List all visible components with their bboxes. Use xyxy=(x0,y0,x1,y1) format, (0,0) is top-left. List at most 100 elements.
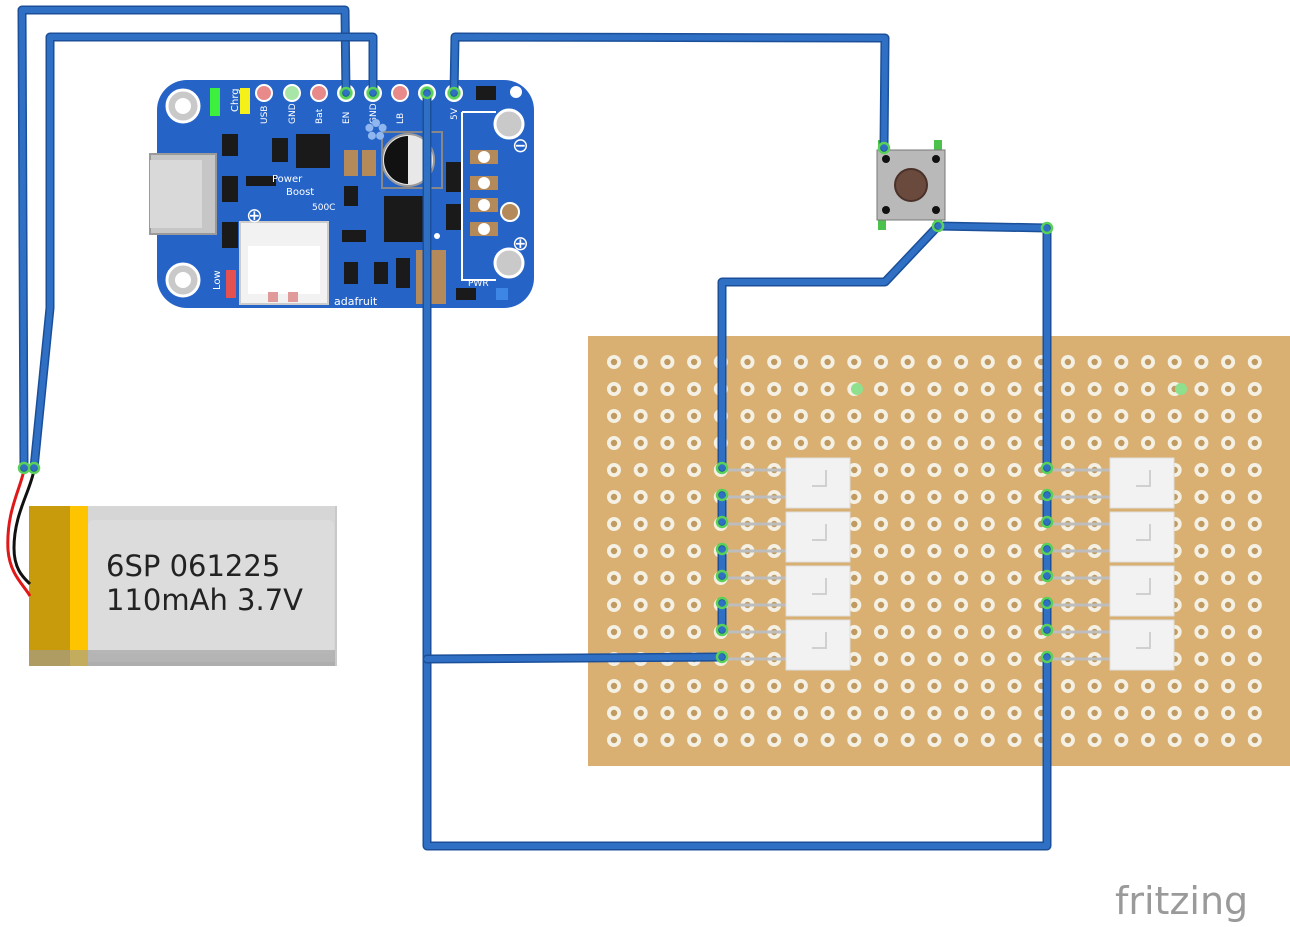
perfboard-hole-center xyxy=(664,466,671,474)
perfboard-hole-center xyxy=(904,709,911,717)
perfboard-hole-center xyxy=(851,358,858,366)
perfboard-hole-center xyxy=(957,358,965,366)
perfboard-hole-center xyxy=(824,709,831,717)
wire[interactable] xyxy=(719,223,941,471)
tactile-pushbutton[interactable] xyxy=(876,140,946,230)
perfboard-hole-center xyxy=(637,520,644,528)
perfboard-hole-center xyxy=(1118,709,1125,717)
perfboard-hole-center xyxy=(1011,682,1018,690)
perfboard-hole-center xyxy=(1011,439,1018,447)
led-array xyxy=(721,457,1175,671)
perfboard-hole-center xyxy=(1064,736,1072,744)
neopixel-led xyxy=(1109,565,1175,617)
perfboard-hole-center xyxy=(957,493,965,501)
jst-pin xyxy=(288,292,298,302)
perfboard-hole-center xyxy=(984,358,991,366)
perfboard-hole-center xyxy=(1251,736,1259,744)
perfboard-hole-center xyxy=(1171,358,1178,366)
perfboard-hole-center xyxy=(610,709,618,717)
pin-label: 5V xyxy=(450,107,460,120)
perfboard-hole-center xyxy=(1224,601,1232,609)
perfboard-hole-center xyxy=(1171,709,1178,717)
perfboard-hole-center xyxy=(851,466,858,474)
perfboard-hole-center xyxy=(851,574,858,582)
perfboard-hole-center xyxy=(957,655,965,663)
neopixel-led xyxy=(1109,619,1175,671)
perfboard-hole-center xyxy=(690,520,698,528)
perfboard-hole-center xyxy=(1251,412,1259,420)
perfboard-hole-center xyxy=(637,547,644,555)
wire[interactable] xyxy=(451,34,888,151)
perfboard-hole-center xyxy=(1224,655,1232,663)
smd-part xyxy=(446,162,462,192)
perfboard-hole-center xyxy=(851,736,858,744)
neopixel-led xyxy=(785,457,851,509)
perfboard-hole-center xyxy=(1224,439,1232,447)
wire-endpoint xyxy=(1040,221,1054,235)
perfboard-hole-center xyxy=(744,709,751,717)
wire[interactable] xyxy=(424,90,1050,849)
perfboard-hole-center xyxy=(1251,628,1259,636)
wire[interactable] xyxy=(31,34,376,471)
output-pad-hole xyxy=(478,151,490,163)
smd-part xyxy=(344,262,358,284)
wire[interactable] xyxy=(935,223,1050,471)
pin-label: GND xyxy=(288,103,298,124)
wire[interactable] xyxy=(424,654,725,662)
perfboard-hole-center xyxy=(877,655,885,663)
pin-label: USB xyxy=(260,106,270,124)
perfboard-hole-center xyxy=(797,736,805,744)
perfboard-hole-center xyxy=(1144,358,1152,366)
smd-part xyxy=(446,204,462,230)
battery-label-area xyxy=(88,520,334,654)
highlighted-hole xyxy=(851,383,863,395)
perfboard-hole-center xyxy=(637,574,644,582)
perfboard-hole-center xyxy=(904,439,911,447)
perfboard-hole-center xyxy=(877,493,885,501)
perfboard-hole-center xyxy=(877,682,885,690)
perfboard-hole-center xyxy=(1251,601,1259,609)
smd-part xyxy=(222,134,238,156)
button-cap[interactable] xyxy=(894,168,928,202)
perfboard-hole-center xyxy=(1224,520,1232,528)
perfboard-hole-center xyxy=(637,358,644,366)
perfboard-hole-center xyxy=(637,736,644,744)
perfboard-hole-center xyxy=(771,385,778,393)
perfboard-hole-center xyxy=(1011,466,1018,474)
perfboard-hole-center xyxy=(1171,439,1178,447)
perfboard-hole-center xyxy=(1011,358,1018,366)
micro-usb-face xyxy=(150,160,202,228)
perfboard-hole-center xyxy=(690,547,698,555)
perfboard-hole-center xyxy=(610,493,618,501)
title-line1: Power xyxy=(272,174,303,185)
perfboard-hole-center xyxy=(797,358,805,366)
perfboard-hole-center xyxy=(1064,358,1072,366)
perfboard-hole-center xyxy=(1064,385,1072,393)
perfboard-hole-center xyxy=(957,412,965,420)
perfboard-hole-center xyxy=(877,628,885,636)
output-pad-hole xyxy=(478,177,490,189)
minus-symbol: ⊖ xyxy=(512,133,529,157)
model-label: 500C xyxy=(312,203,335,213)
wire[interactable] xyxy=(19,7,349,471)
perfboard-hole-center xyxy=(610,574,618,582)
perfboard-hole-center xyxy=(610,682,618,690)
perfboard-hole-center xyxy=(1144,412,1152,420)
perfboard-hole-center xyxy=(744,385,751,393)
perfboard-hole-center xyxy=(1251,709,1259,717)
perfboard-hole-center xyxy=(984,736,991,744)
perfboard-hole-center xyxy=(877,547,885,555)
perfboard-hole-center xyxy=(931,736,938,744)
battery-lead-black xyxy=(12,469,36,586)
perfboard-hole-center xyxy=(1091,736,1098,744)
plus-symbol: ⊕ xyxy=(512,231,529,255)
perfboard-hole-center xyxy=(931,466,938,474)
perfboard-hole-center xyxy=(690,439,698,447)
low-led-red xyxy=(226,270,236,298)
perfboard-hole-center xyxy=(957,574,965,582)
wire-endpoint xyxy=(1040,488,1054,502)
output-pad-hole xyxy=(478,223,490,235)
perfboard-hole-center xyxy=(984,601,991,609)
perfboard-hole-center xyxy=(824,439,831,447)
